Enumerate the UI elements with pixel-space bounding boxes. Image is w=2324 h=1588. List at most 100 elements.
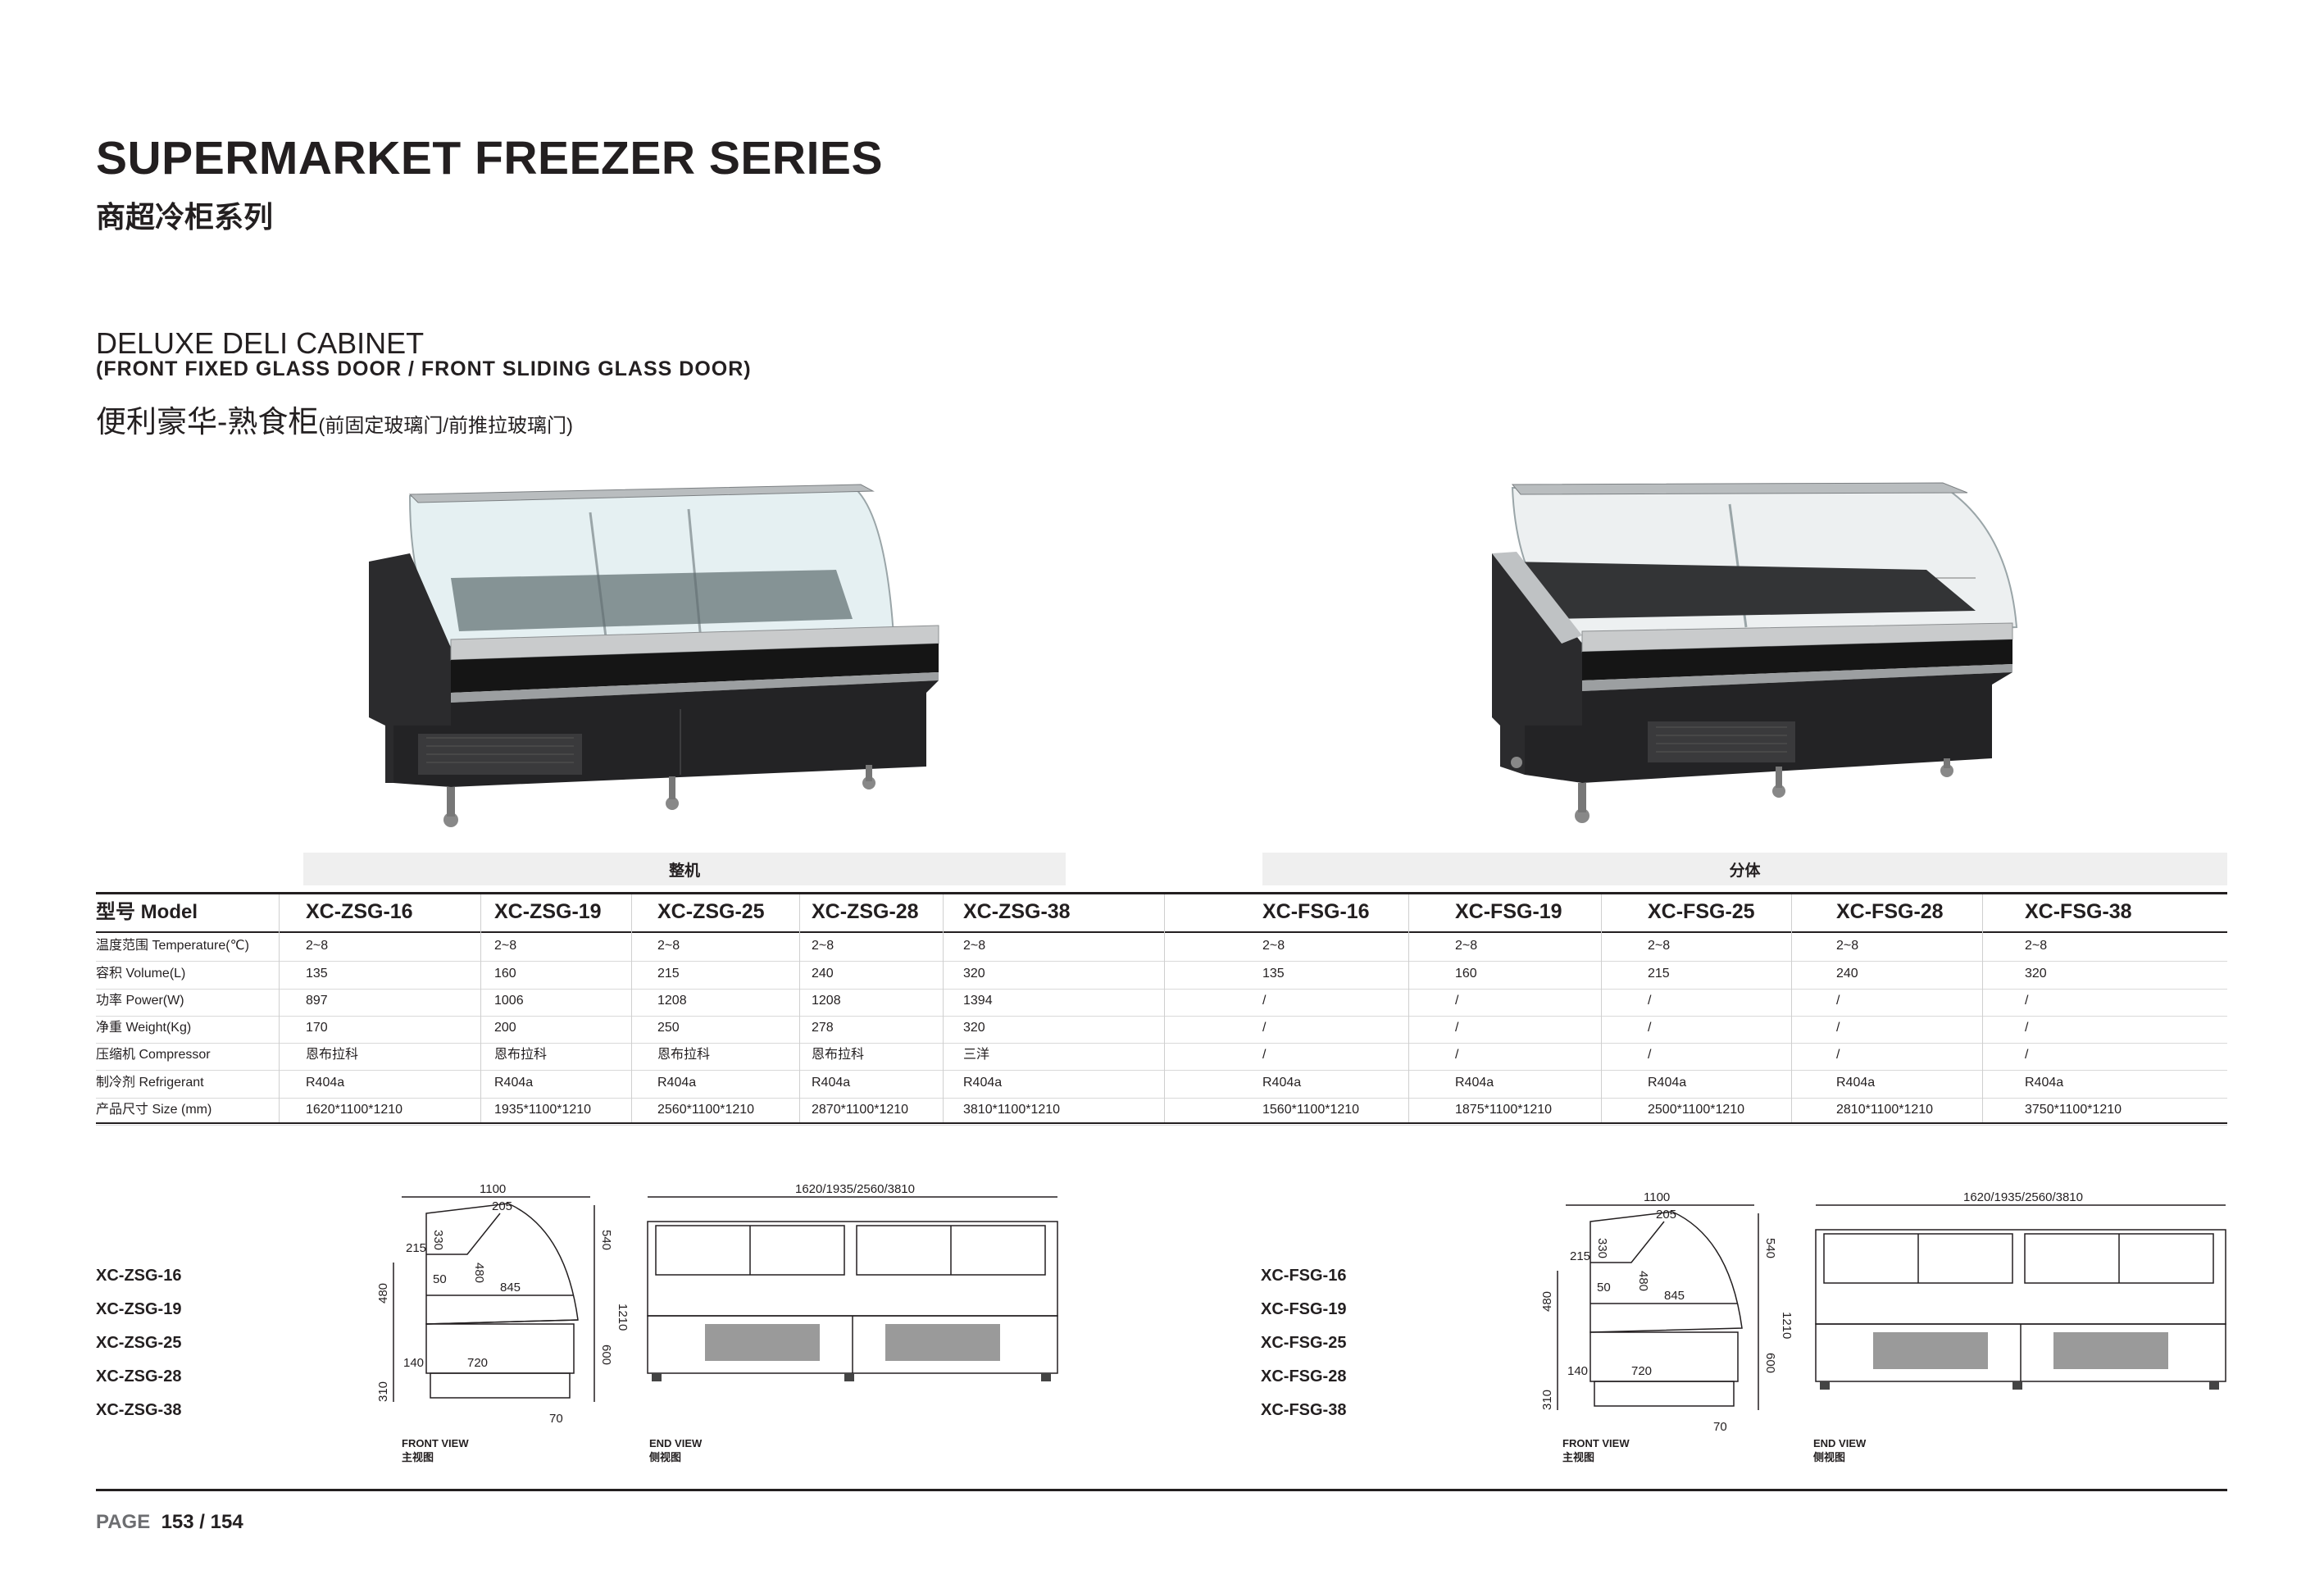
model-header: XC-FSG-28 bbox=[1836, 900, 1944, 923]
end-view-drawing-integral: 1620/1935/2560/3810 bbox=[647, 1182, 1058, 1381]
dim-fifty: 50 bbox=[433, 1272, 447, 1286]
column-divider bbox=[1601, 894, 1602, 1122]
table-cell: 135 bbox=[306, 967, 328, 981]
table-cell: 2~8 bbox=[1836, 939, 1859, 953]
row-label: 制冷剂 Refrigerant bbox=[96, 1076, 204, 1090]
table-cell: 1394 bbox=[963, 994, 993, 1008]
table-bottom-rule bbox=[96, 1122, 2227, 1124]
table-cell: / bbox=[1836, 1048, 1840, 1062]
dim-base-width: 720 bbox=[467, 1356, 488, 1370]
dim-total-height: 1210 bbox=[1780, 1312, 1794, 1339]
row-label: 功率 Power(W) bbox=[96, 994, 184, 1008]
dim-step: 215 bbox=[406, 1241, 426, 1255]
end-view-text-cn: 侧视图 bbox=[649, 1451, 682, 1463]
front-view-drawing-integral: 1100 205 215 50 845 140 720 70 330 480 4… bbox=[376, 1182, 630, 1426]
group-label-split: 分体 bbox=[1262, 853, 2227, 885]
table-cell: 2~8 bbox=[306, 939, 329, 953]
table-cell: 320 bbox=[2025, 967, 2047, 981]
table-cell: 1875*1100*1210 bbox=[1455, 1103, 1553, 1117]
table-cell: R404a bbox=[657, 1076, 697, 1090]
table-cell: 320 bbox=[963, 1021, 985, 1035]
table-cell: / bbox=[1648, 1048, 1652, 1062]
table-cell: R404a bbox=[1262, 1076, 1302, 1090]
row-divider bbox=[96, 989, 2227, 990]
list-item: XC-FSG-19 bbox=[1261, 1300, 1347, 1318]
list-item: XC-ZSG-16 bbox=[96, 1267, 182, 1285]
table-cell: R404a bbox=[494, 1076, 534, 1090]
dim-base-step: 140 bbox=[403, 1356, 424, 1370]
end-view-text: END VIEW bbox=[1813, 1437, 1867, 1449]
dim-upper-height: 540 bbox=[599, 1230, 613, 1250]
drawing-model-list-split: XC-FSG-16 XC-FSG-19 XC-FSG-25 XC-FSG-28 … bbox=[1261, 1259, 1346, 1427]
table-cell: 2~8 bbox=[657, 939, 680, 953]
dim-lower-height: 600 bbox=[1763, 1353, 1777, 1373]
dim-base-width: 720 bbox=[1631, 1364, 1652, 1378]
end-view-text: END VIEW bbox=[649, 1437, 703, 1449]
list-item: XC-FSG-38 bbox=[1261, 1401, 1347, 1419]
table-cell: 1208 bbox=[657, 994, 687, 1008]
list-item: XC-ZSG-28 bbox=[96, 1367, 182, 1386]
dim-total-height: 1210 bbox=[616, 1304, 630, 1331]
row-label: 压缩机 Compressor bbox=[96, 1048, 211, 1062]
dim-foot-height: 310 bbox=[1540, 1390, 1554, 1410]
end-view-label-split: END VIEW 侧视图 bbox=[1813, 1436, 1866, 1464]
model-header: XC-ZSG-19 bbox=[494, 900, 602, 923]
table-cell: / bbox=[1836, 994, 1840, 1008]
dim-glass-height: 330 bbox=[1595, 1238, 1609, 1258]
table-cell: / bbox=[1648, 994, 1652, 1008]
model-header: XC-ZSG-38 bbox=[963, 900, 1071, 923]
table-cell: 2810*1100*1210 bbox=[1836, 1103, 1934, 1117]
end-view-label-integral: END VIEW 侧视图 bbox=[649, 1436, 702, 1464]
header-model-label: 型号 Model bbox=[96, 901, 198, 923]
table-cell: 170 bbox=[306, 1021, 328, 1035]
list-item: XC-FSG-25 bbox=[1261, 1334, 1347, 1352]
deli-cabinet-split-photo bbox=[1492, 482, 2018, 823]
list-item: XC-ZSG-38 bbox=[96, 1401, 182, 1419]
row-divider bbox=[96, 1070, 2227, 1071]
table-cell: / bbox=[2025, 1048, 2029, 1062]
page-title: SUPERMARKET FREEZER SERIES bbox=[96, 132, 883, 184]
table-cell: R404a bbox=[1836, 1076, 1876, 1090]
end-view-text-cn: 侧视图 bbox=[1813, 1451, 1846, 1463]
section-title: DELUXE DELI CABINET bbox=[96, 326, 425, 360]
dim-shelf: 845 bbox=[1664, 1289, 1685, 1303]
table-cell: 250 bbox=[657, 1021, 680, 1035]
dim-fifty: 50 bbox=[1597, 1281, 1611, 1295]
row-label: 净重 Weight(Kg) bbox=[96, 1021, 192, 1035]
dim-shelf: 845 bbox=[500, 1281, 521, 1295]
table-cell: / bbox=[1836, 1021, 1840, 1035]
row-label: 产品尺寸 Size (mm) bbox=[96, 1103, 212, 1117]
table-top-rule bbox=[96, 892, 2227, 894]
model-header: XC-FSG-19 bbox=[1455, 900, 1562, 923]
table-cell: 2560*1100*1210 bbox=[657, 1103, 755, 1117]
section-subtitle: (FRONT FIXED GLASS DOOR / FRONT SLIDING … bbox=[96, 357, 752, 380]
table-cell: 320 bbox=[963, 967, 985, 981]
dim-upper-height: 540 bbox=[1763, 1238, 1777, 1258]
table-cell: 恩布拉科 bbox=[494, 1048, 548, 1062]
dim-top: 205 bbox=[1656, 1208, 1676, 1222]
row-divider bbox=[96, 1043, 2227, 1044]
dim-foot-width: 70 bbox=[549, 1412, 563, 1426]
list-item: XC-ZSG-25 bbox=[96, 1334, 182, 1352]
column-divider bbox=[480, 894, 481, 1122]
column-divider bbox=[943, 894, 944, 1122]
column-divider bbox=[1982, 894, 1983, 1122]
dim-foot-height: 310 bbox=[376, 1381, 390, 1402]
table-cell: / bbox=[1455, 1048, 1459, 1062]
table-cell: 135 bbox=[1262, 967, 1285, 981]
page-subtitle-cn: 商超冷柜系列 bbox=[96, 200, 274, 234]
dim-base-step: 140 bbox=[1567, 1364, 1588, 1378]
dim-foot-width: 70 bbox=[1713, 1420, 1727, 1434]
page-value: 153 / 154 bbox=[161, 1511, 243, 1533]
front-view-text: FRONT VIEW bbox=[402, 1437, 469, 1449]
table-cell: 2870*1100*1210 bbox=[812, 1103, 909, 1117]
dim-inner-height: 480 bbox=[1636, 1271, 1650, 1291]
table-cell: 恩布拉科 bbox=[306, 1048, 359, 1062]
row-divider bbox=[96, 1016, 2227, 1017]
end-view-drawing-split: 1620/1935/2560/3810 bbox=[1815, 1190, 2226, 1390]
front-view-text: FRONT VIEW bbox=[1562, 1437, 1630, 1449]
model-header: XC-FSG-16 bbox=[1262, 900, 1370, 923]
table-cell: 恩布拉科 bbox=[657, 1048, 711, 1062]
table-cell: 恩布拉科 bbox=[812, 1048, 865, 1062]
table-cell: / bbox=[2025, 994, 2029, 1008]
